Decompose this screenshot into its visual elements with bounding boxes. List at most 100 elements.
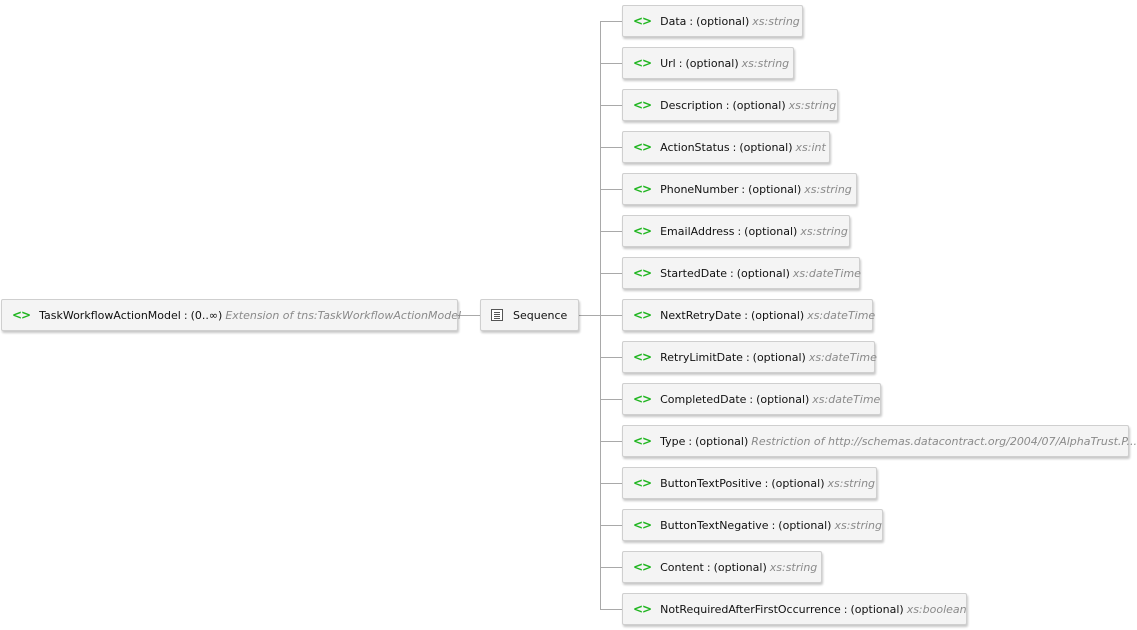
branch-line <box>600 609 622 610</box>
element-icon: <> <box>633 392 652 406</box>
child-type: xs:boolean <box>906 602 967 616</box>
separator: : <box>732 140 737 154</box>
child-element-node[interactable]: <>ButtonTextNegative:(optional)xs:string <box>622 509 883 541</box>
child-element-node[interactable]: <>EmailAddress:(optional)xs:string <box>622 215 850 247</box>
branch-line <box>600 357 622 358</box>
separator: : <box>678 56 683 70</box>
child-element-name: ActionStatus <box>660 140 730 154</box>
child-element-name: RetryLimitDate <box>660 350 743 364</box>
child-occurrence: (optional) <box>778 518 832 532</box>
branch-line <box>600 231 622 232</box>
separator: : <box>689 14 694 28</box>
root-occurrence: (0..∞) <box>190 308 223 322</box>
child-element-name: NotRequiredAfterFirstOccurrence <box>660 602 841 616</box>
child-element-name: Url <box>660 56 676 70</box>
child-element-name: Type <box>660 434 686 448</box>
child-element-node[interactable]: <>Description:(optional)xs:string <box>622 89 838 121</box>
child-element-name: ButtonTextNegative <box>660 518 769 532</box>
child-element-node[interactable]: <>NextRetryDate:(optional)xs:dateTime <box>622 299 876 331</box>
child-element-node[interactable]: <>RetryLimitDate:(optional)xs:dateTime <box>622 341 877 373</box>
separator: : <box>688 434 693 448</box>
child-type: xs:string <box>800 224 848 238</box>
child-type: xs:string <box>834 518 882 532</box>
branch-line <box>600 525 622 526</box>
child-type: xs:string <box>769 560 818 574</box>
separator: : <box>706 560 711 574</box>
child-occurrence: (optional) <box>696 14 750 28</box>
child-occurrence: (optional) <box>771 476 825 490</box>
separator: : <box>741 182 746 196</box>
child-type: xs:dateTime <box>812 392 881 406</box>
branch-line <box>600 273 622 274</box>
child-occurrence: (optional) <box>752 350 806 364</box>
branch-line <box>600 105 622 106</box>
child-occurrence: (optional) <box>736 266 790 280</box>
child-element-node[interactable]: <> NotRequiredAfterFirstOccurrence:(optio… <box>622 593 967 625</box>
child-occurrence: (optional) <box>685 56 739 70</box>
child-type: Restriction of http://schemas.datacontra… <box>751 434 1137 448</box>
child-element-node[interactable]: <> Data:(optional)xs:string <box>622 5 803 37</box>
child-type: xs:string <box>741 56 790 70</box>
child-type: xs:string <box>827 476 876 490</box>
separator: : <box>744 308 749 322</box>
child-type: xs:string <box>804 182 852 196</box>
branch-line <box>600 441 622 442</box>
branch-line <box>600 189 622 190</box>
sequence-label: Sequence <box>513 308 568 322</box>
child-type: xs:dateTime <box>807 308 876 322</box>
child-type: xs:string <box>752 14 800 28</box>
child-occurrence: (optional) <box>748 182 802 196</box>
root-element-node[interactable]: <> TaskWorkflowActionModel : (0..∞) Exte… <box>1 299 462 331</box>
root-connector <box>458 315 480 316</box>
element-icon: <> <box>633 14 652 28</box>
element-icon: <> <box>633 518 652 532</box>
child-element-node[interactable]: <>StartedDate:(optional)xs:dateTime <box>622 257 861 289</box>
child-element-node[interactable]: <> PhoneNumber:(optional)xs:string <box>622 173 857 205</box>
branch-line <box>600 147 622 148</box>
child-type: xs:dateTime <box>792 266 861 280</box>
separator: : <box>843 602 848 616</box>
child-element-name: EmailAddress <box>660 224 735 238</box>
child-element-node[interactable]: <>CompletedDate:(optional)xs:dateTime <box>622 383 881 415</box>
child-element-name: Description <box>660 98 723 112</box>
branch-line <box>600 483 622 484</box>
child-occurrence: (optional) <box>713 560 767 574</box>
branch-line <box>600 399 622 400</box>
child-element-name: CompletedDate <box>660 392 747 406</box>
element-icon: <> <box>12 308 31 322</box>
child-occurrence: (optional) <box>850 602 904 616</box>
element-icon: <> <box>633 224 652 238</box>
element-icon: <> <box>633 350 652 364</box>
element-icon: <> <box>633 602 652 616</box>
child-element-node[interactable]: <>Url:(optional)xs:string <box>622 47 794 79</box>
root-element-name: TaskWorkflowActionModel <box>39 308 181 322</box>
child-occurrence: (optional) <box>739 140 793 154</box>
child-element-node[interactable]: <> Content:(optional)xs:string <box>622 551 822 583</box>
element-icon: <> <box>633 560 652 574</box>
child-element-name: Content <box>660 560 704 574</box>
separator: : <box>725 98 730 112</box>
sequence-icon <box>491 309 503 321</box>
child-element-name: Data <box>660 14 687 28</box>
child-element-node[interactable]: <>ActionStatus:(optional)xs:int <box>622 131 830 163</box>
child-element-name: StartedDate <box>660 266 728 280</box>
child-element-name: PhoneNumber <box>660 182 739 196</box>
child-occurrence: (optional) <box>732 98 786 112</box>
branch-line <box>600 63 622 64</box>
child-type: xs:string <box>788 98 837 112</box>
child-occurrence: (optional) <box>756 392 810 406</box>
element-icon: <> <box>633 182 652 196</box>
element-icon: <> <box>633 266 652 280</box>
root-type: Extension of tns:TaskWorkflowActionModel <box>225 308 462 322</box>
child-element-name: ButtonTextPositive <box>660 476 762 490</box>
separator: : <box>745 350 750 364</box>
sequence-node[interactable]: Sequence <box>480 299 579 331</box>
element-icon: <> <box>633 476 652 490</box>
branch-line <box>600 21 622 22</box>
child-element-node[interactable]: <>ButtonTextPositive:(optional)xs:string <box>622 467 877 499</box>
branch-line <box>600 315 622 316</box>
element-icon: <> <box>633 308 652 322</box>
child-type: xs:int <box>795 140 826 154</box>
child-occurrence: (optional) <box>695 434 749 448</box>
child-element-node[interactable]: <>Type:(optional)Restriction of http://s… <box>622 425 1137 457</box>
